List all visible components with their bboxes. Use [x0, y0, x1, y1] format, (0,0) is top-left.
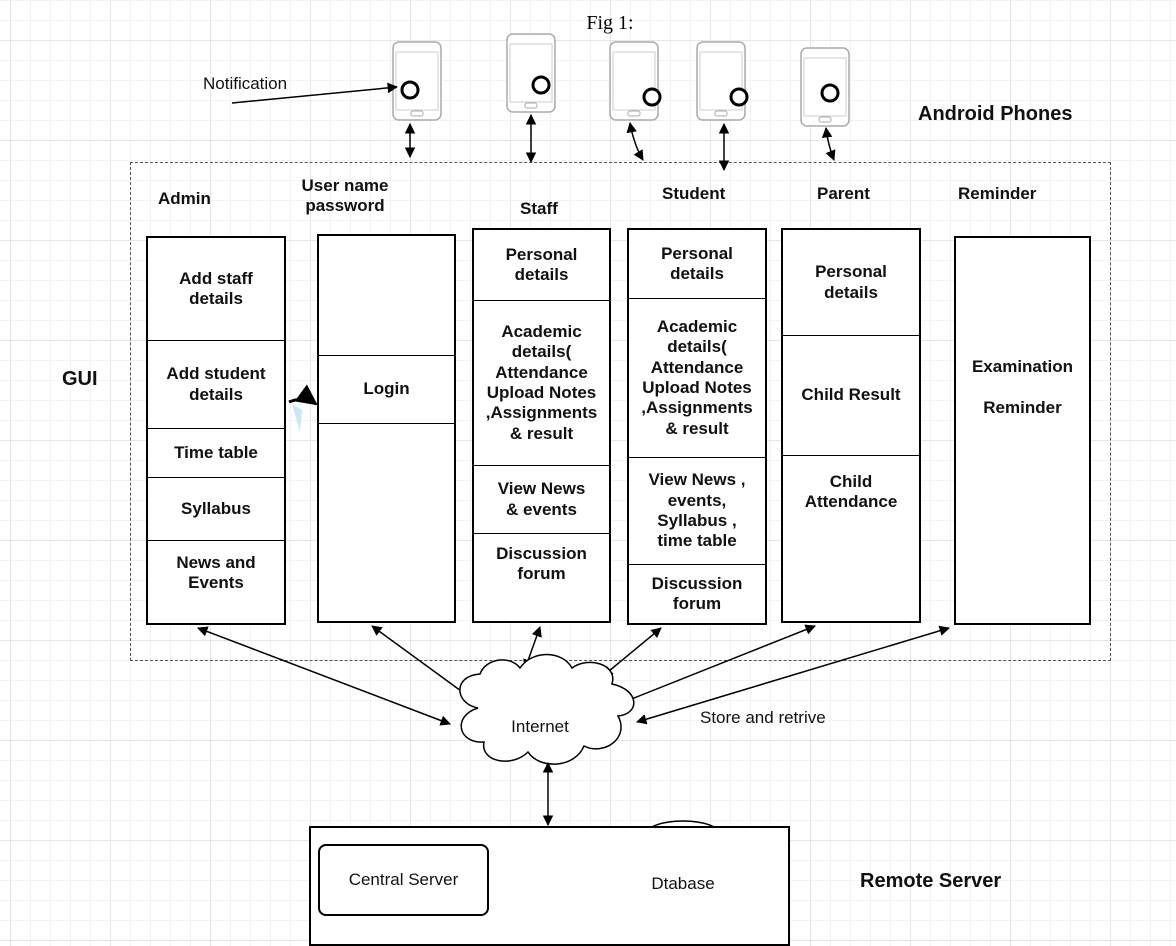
android-phone-icon [506, 33, 556, 113]
android-phone-icon [696, 41, 749, 121]
phone-link-arrow [821, 126, 836, 161]
login-internet-arrow [371, 625, 473, 700]
student-header: Student [662, 184, 726, 203]
student-column: Personal details Academic details( Atten… [627, 228, 767, 625]
parent-personal-details: Personal details [783, 230, 919, 336]
admin-login-arrow [288, 384, 318, 406]
staff-header: Staff [520, 199, 558, 218]
admin-add-staff: Add staff details [148, 238, 284, 341]
cloud-icon [459, 653, 635, 765]
student-personal-details: Personal details [629, 230, 765, 299]
staff-personal-details: Personal details [474, 230, 609, 301]
admin-header: Admin [158, 189, 211, 208]
student-internet-arrow [602, 627, 662, 677]
gui-label: GUI [62, 368, 98, 390]
android-phone-icon [609, 41, 662, 121]
parent-header: Parent [817, 184, 870, 203]
login-section: Login [319, 356, 454, 424]
parent-internet-arrow [623, 624, 816, 704]
android-phones-label: Android Phones [918, 103, 1073, 125]
arrow-highlight [292, 404, 302, 432]
student-view-news: View News , events, Syllabus , time tabl… [629, 458, 765, 565]
internet-label: Internet [511, 716, 569, 736]
staff-column: Personal details Academic details( Atten… [472, 228, 611, 623]
student-discussion-forum: Discussion forum [651, 573, 743, 613]
notification-arrow [231, 82, 399, 104]
login-blank-top [319, 236, 454, 356]
staff-discussion-forum: Discussion forum [496, 544, 587, 584]
figure-caption: Fig 1: [586, 12, 634, 34]
admin-syllabus: Syllabus [148, 478, 284, 541]
admin-column: Add staff details Add student details Ti… [146, 236, 286, 625]
login-header: User name password [301, 175, 389, 215]
android-phone-icon [800, 47, 850, 127]
reminder-header: Reminder [958, 184, 1037, 203]
phone-link-arrow [626, 121, 644, 161]
parent-child-result: Child Result [783, 336, 919, 456]
reminder-internet-arrow [635, 625, 951, 725]
remote-server-label: Remote Server [860, 870, 1002, 892]
admin-time-table: Time table [148, 429, 284, 478]
login-column: Login [317, 234, 456, 623]
admin-add-student: Add student details [148, 341, 284, 429]
database-label: Dtabase [651, 873, 715, 893]
student-academic-details: Academic details( Attendance Upload Note… [629, 299, 765, 458]
reminder-examination: Examination Reminder [971, 357, 1074, 418]
android-phone-icon [392, 41, 442, 121]
reminder-column: Examination Reminder [954, 236, 1091, 625]
store-retrieve-label: Store and retrive [700, 708, 826, 727]
parent-column: Personal details Child Result Child Atte… [781, 228, 921, 623]
parent-child-attendance: Child Attendance [804, 472, 898, 512]
staff-academic-details: Academic details( Attendance Upload Note… [474, 301, 609, 466]
admin-internet-arrow [197, 626, 451, 726]
admin-news-events: News and Events [176, 552, 256, 592]
notification-label: Notification [203, 74, 288, 93]
central-server-box: Central Server [318, 844, 489, 916]
staff-view-news: View News & events [474, 466, 609, 534]
